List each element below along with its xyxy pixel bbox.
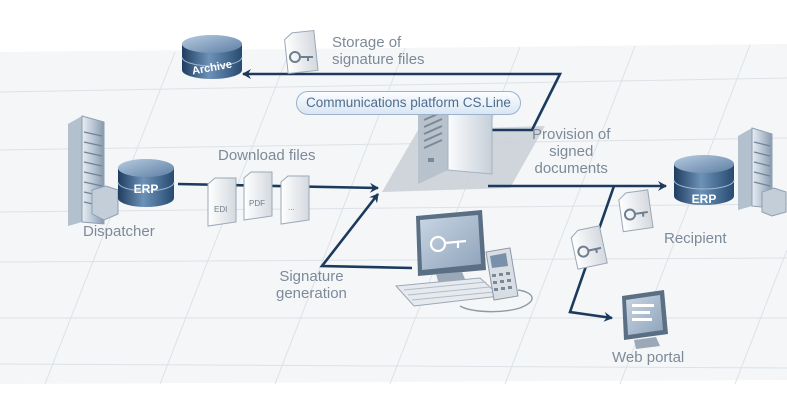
- archive-database-icon: Archive: [181, 35, 243, 79]
- signed-document-icon-lower: [570, 225, 608, 270]
- dispatcher-label: Dispatcher: [83, 223, 155, 240]
- erp-database-left-icon: ERP: [117, 159, 175, 207]
- recipient-building-icon: [738, 127, 787, 217]
- other-doc-label: ...: [288, 203, 295, 212]
- arrow-signature-generation: [319, 193, 413, 270]
- platform-badge: Communications platform CS.Line: [296, 91, 521, 115]
- web-portal-monitor-icon: [622, 290, 668, 349]
- arrow-storage: [242, 69, 563, 132]
- recipient-label: Recipient: [664, 230, 727, 247]
- signature-generation-label: Signature generation: [276, 268, 347, 302]
- pdf-doc-label: PDF: [249, 199, 265, 208]
- edi-document-icon: EDI: [207, 177, 237, 227]
- erp-right-label: ERP: [692, 192, 717, 206]
- pdf-document-icon: PDF: [243, 171, 273, 221]
- web-portal-label: Web portal: [612, 349, 685, 366]
- storage-label: Storage of signature files: [332, 34, 425, 68]
- other-document-icon: ...: [280, 175, 310, 225]
- download-files-label: Download files: [218, 147, 316, 164]
- provision-label: Provision of signed documents: [532, 126, 611, 177]
- signed-document-icon-upper: [618, 189, 654, 233]
- edi-doc-label: EDI: [214, 205, 227, 214]
- signature-workstation-icon: [394, 210, 533, 313]
- erp-left-label: ERP: [134, 182, 159, 196]
- signature-file-icon: [284, 29, 319, 75]
- dispatcher-building-icon: [68, 115, 119, 226]
- erp-database-right-icon: ERP: [673, 155, 735, 206]
